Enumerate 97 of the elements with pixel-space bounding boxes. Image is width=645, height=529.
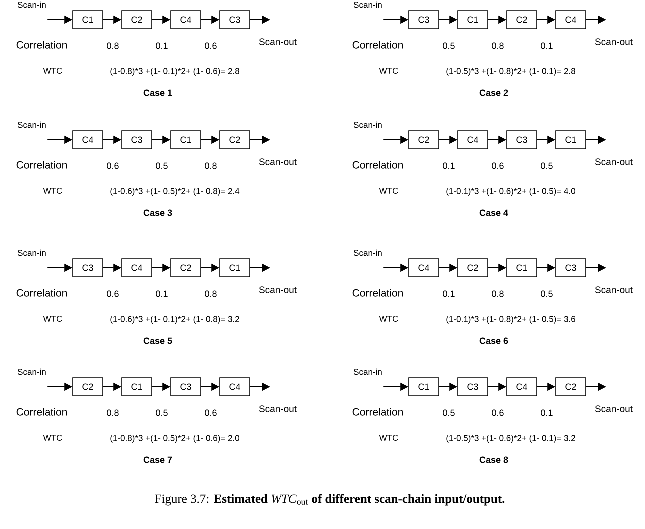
chain-box: C2 bbox=[556, 378, 586, 396]
scan-in-label: Scan-in bbox=[354, 368, 382, 376]
correlation-value: 0.6 bbox=[107, 290, 119, 298]
correlation-value: 0.6 bbox=[492, 410, 504, 416]
row-label: WTC bbox=[43, 316, 62, 322]
row-label: Correlation bbox=[16, 161, 67, 169]
formula: (1-0.5)*3 +(1- 0.6)*2+ (1- 0.1)= 3.2 bbox=[446, 435, 576, 443]
chain-box: C1 bbox=[556, 130, 586, 150]
chain-box: C4 bbox=[458, 130, 488, 150]
case-title: Case 1 bbox=[144, 90, 172, 96]
correlation-value: 0.5 bbox=[541, 290, 553, 298]
chain-box: C2 bbox=[122, 10, 152, 30]
scan-in-label: Scan-in bbox=[18, 250, 46, 256]
chain-box: C1 bbox=[408, 378, 440, 396]
correlation-value: 0.1 bbox=[156, 42, 168, 50]
chain-box: C1 bbox=[506, 258, 538, 278]
row-label: WTC bbox=[43, 188, 62, 194]
chain-box: C4 bbox=[506, 378, 538, 396]
correlation-value: 0.1 bbox=[443, 162, 455, 170]
chain-box: C2 bbox=[220, 130, 250, 150]
chain-box: C3 bbox=[220, 10, 250, 30]
correlation-value: 0.6 bbox=[205, 42, 217, 50]
chain-box: C2 bbox=[506, 10, 538, 30]
chain-box: C2 bbox=[170, 258, 202, 278]
correlation-value: 0.5 bbox=[443, 42, 455, 50]
formula: (1-0.5)*3 +(1- 0.8)*2+ (1- 0.1)= 2.8 bbox=[446, 68, 576, 76]
chain-box: C1 bbox=[170, 130, 202, 150]
correlation-value: 0.6 bbox=[107, 162, 119, 170]
chain-box: C1 bbox=[72, 10, 104, 30]
formula: (1-0.6)*3 +(1- 0.5)*2+ (1- 0.8)= 2.4 bbox=[110, 188, 240, 196]
correlation-value: 0.5 bbox=[443, 410, 455, 416]
chain-box: C4 bbox=[220, 378, 250, 396]
row-label: Correlation bbox=[352, 289, 403, 297]
case-title: Case 8 bbox=[480, 456, 508, 464]
correlation-value: 0.1 bbox=[443, 290, 455, 298]
figure-caption: Figure 3.7: Estimated WTC$_{out}$ of different scan-chain input/output. bbox=[155, 494, 505, 506]
correlation-value: 0.1 bbox=[541, 410, 553, 416]
correlation-value: 0.8 bbox=[107, 410, 119, 416]
correlation-value: 0.1 bbox=[156, 290, 168, 298]
chain-box: C4 bbox=[170, 10, 202, 30]
correlation-value: 0.8 bbox=[205, 290, 217, 298]
chain-box: C4 bbox=[72, 130, 104, 150]
row-label: Correlation bbox=[352, 408, 403, 416]
row-label: Correlation bbox=[16, 289, 67, 297]
chain-box: C3 bbox=[122, 130, 152, 150]
row-label: WTC bbox=[43, 435, 62, 441]
case-title: Case 5 bbox=[144, 338, 172, 344]
chain-box: C3 bbox=[72, 258, 104, 278]
chain-box: C3 bbox=[458, 378, 488, 396]
chain-box: C4 bbox=[556, 10, 586, 30]
case-title: Case 4 bbox=[480, 210, 508, 216]
chain-box: C3 bbox=[556, 258, 586, 278]
row-label: WTC bbox=[379, 435, 398, 441]
formula: (1-0.1)*3 +(1- 0.6)*2+ (1- 0.5)= 4.0 bbox=[446, 188, 576, 196]
case-title: Case 6 bbox=[480, 338, 508, 344]
scan-out-label: Scan-out bbox=[259, 406, 297, 412]
row-label: Correlation bbox=[352, 161, 403, 169]
row-label: WTC bbox=[379, 316, 398, 322]
case-title: Case 7 bbox=[144, 456, 172, 464]
chain-box: C3 bbox=[408, 10, 440, 30]
row-label: Correlation bbox=[16, 408, 67, 416]
formula: (1-0.1)*3 +(1- 0.8)*2+ (1- 0.5)= 3.6 bbox=[446, 316, 576, 324]
chain-box: C4 bbox=[408, 258, 440, 278]
chain-box: C2 bbox=[72, 378, 104, 396]
chain-box: C4 bbox=[122, 258, 152, 278]
correlation-value: 0.6 bbox=[205, 410, 217, 416]
row-label: WTC bbox=[379, 188, 398, 194]
scan-out-label: Scan-out bbox=[595, 406, 633, 412]
correlation-value: 0.5 bbox=[541, 162, 553, 170]
formula: (1-0.8)*3 +(1- 0.5)*2+ (1- 0.6)= 2.0 bbox=[110, 435, 240, 443]
chain-box: C2 bbox=[458, 258, 488, 278]
chain-box: C3 bbox=[506, 130, 538, 150]
scan-in-label: Scan-in bbox=[354, 250, 382, 256]
case-title: Case 3 bbox=[144, 210, 172, 216]
formula: (1-0.6)*3 +(1- 0.1)*2+ (1- 0.8)= 3.2 bbox=[110, 316, 240, 324]
row-label: WTC bbox=[43, 68, 62, 74]
formula: (1-0.8)*3 +(1- 0.1)*2+ (1- 0.6)= 2.8 bbox=[110, 68, 240, 76]
row-label: Correlation bbox=[352, 41, 403, 49]
chain-box: C1 bbox=[122, 378, 152, 396]
chain-box: C1 bbox=[458, 10, 488, 30]
scan-out-label: Scan-out bbox=[595, 286, 633, 294]
correlation-value: 0.8 bbox=[492, 290, 504, 298]
correlation-value: 0.8 bbox=[205, 162, 217, 170]
row-label: WTC bbox=[379, 68, 398, 74]
correlation-value: 0.1 bbox=[541, 42, 553, 50]
correlation-value: 0.5 bbox=[156, 410, 168, 416]
correlation-value: 0.8 bbox=[107, 42, 119, 50]
chain-box: C3 bbox=[170, 378, 202, 396]
chain-box: C1 bbox=[220, 258, 250, 278]
row-label: Correlation bbox=[16, 41, 67, 49]
scan-in-label: Scan-in bbox=[18, 368, 46, 376]
correlation-value: 0.8 bbox=[492, 42, 504, 50]
chain-box: C2 bbox=[408, 130, 440, 150]
correlation-value: 0.6 bbox=[492, 162, 504, 170]
scan-out-label: Scan-out bbox=[259, 286, 297, 294]
correlation-value: 0.5 bbox=[156, 162, 168, 170]
case-title: Case 2 bbox=[480, 90, 508, 96]
